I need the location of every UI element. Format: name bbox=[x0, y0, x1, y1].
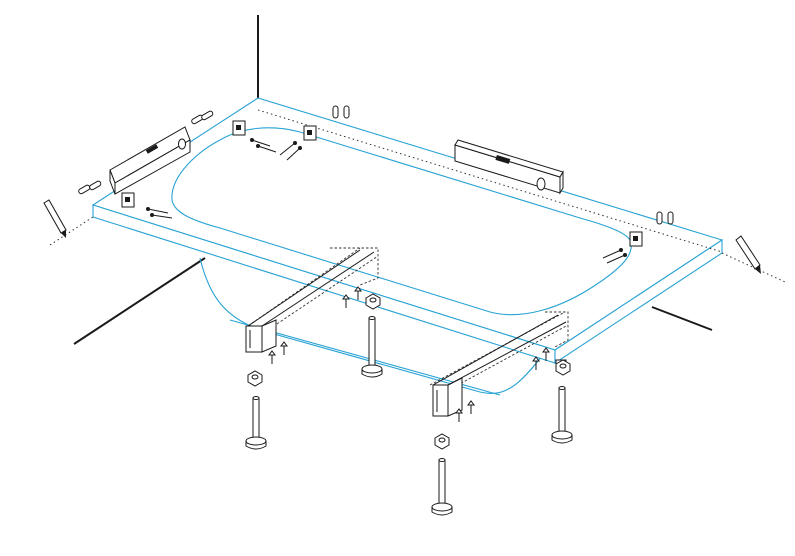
adjustable-feet bbox=[245, 316, 573, 516]
frame-front-right-bracket bbox=[432, 314, 567, 417]
wall-bracket-1 bbox=[232, 120, 246, 136]
pencil-right bbox=[721, 235, 786, 283]
pencil-icon bbox=[43, 199, 67, 234]
bathtub bbox=[91, 97, 724, 396]
tub-inner-opening bbox=[171, 127, 632, 316]
bolt-set bbox=[268, 286, 550, 422]
adjustable-foot-3 bbox=[551, 386, 573, 444]
wall-bracket-3 bbox=[121, 192, 135, 208]
spirit-level-right bbox=[454, 139, 564, 195]
nut-1 bbox=[247, 370, 263, 387]
screw-set-1 bbox=[250, 138, 302, 161]
wall-floor-left bbox=[73, 257, 206, 345]
pencil-left bbox=[43, 199, 94, 246]
pencil-icon bbox=[735, 235, 761, 270]
adjustable-foot-2 bbox=[361, 316, 383, 378]
adjustable-foot-4 bbox=[431, 458, 453, 516]
wall-lines bbox=[73, 15, 713, 345]
screw-set-2 bbox=[146, 207, 173, 219]
nut-3 bbox=[434, 433, 450, 450]
wall-plug-pair-2 bbox=[78, 180, 102, 195]
screws bbox=[146, 138, 627, 422]
screw-set-3 bbox=[602, 248, 627, 264]
wall-plug-pair-4 bbox=[656, 211, 674, 225]
frame-front-left-bracket bbox=[245, 249, 375, 353]
frame-back-left-leg bbox=[330, 247, 379, 286]
wall-plug-pair-1 bbox=[191, 110, 214, 125]
spirit-level-left-vial bbox=[178, 138, 186, 150]
frame-back-right-leg bbox=[545, 311, 569, 348]
wall-bracket-2 bbox=[303, 125, 317, 141]
spirit-level-right-vial bbox=[536, 177, 546, 191]
wall-plugs bbox=[78, 105, 674, 225]
nut-4 bbox=[555, 359, 571, 376]
wall-bracket-4 bbox=[629, 231, 643, 247]
spirit-level-left bbox=[109, 126, 191, 195]
nut-2 bbox=[365, 293, 381, 310]
wall-floor-right bbox=[651, 306, 713, 331]
nuts bbox=[247, 293, 571, 450]
wall-brackets bbox=[121, 120, 643, 371]
adjustable-foot-1 bbox=[245, 396, 267, 450]
support-frame bbox=[245, 247, 569, 417]
wall-plug-pair-3 bbox=[332, 105, 350, 119]
